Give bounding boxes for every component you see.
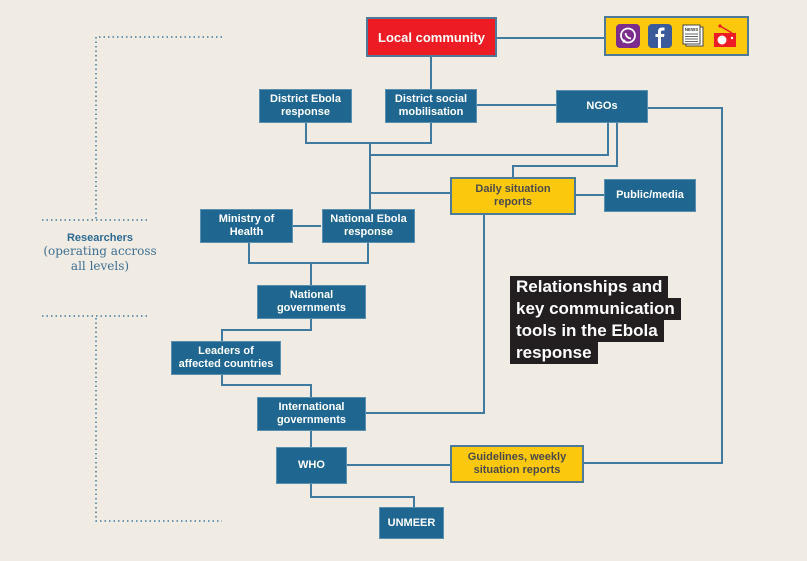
connector-ngos-daily [512,122,618,178]
connector-district-join [305,122,432,144]
researchers-label: Researchers [66,232,134,244]
node-local-community: Local community [366,17,497,57]
connector-ministry-national-join [248,242,369,264]
researchers-note-line: (operating accross [43,244,157,258]
node-who: WHO [276,447,347,484]
communication-tools-box: NEWS [604,16,749,56]
facebook-icon [648,24,673,48]
node-label-line: reports [494,196,532,208]
connector-who-unmeer [310,483,415,507]
node-label-line: Ministry of [218,213,275,225]
title-line: Relationships and [510,276,669,298]
connector-daily-international [366,214,485,414]
node-label-line: governments [276,414,347,426]
connector-guidelines-ngos [583,107,723,464]
node-label-line: National Ebola [330,213,407,225]
researchers-bracket-top [95,36,222,219]
newspaper-icon: NEWS [681,24,705,48]
node-unmeer: UNMEER [379,507,444,539]
researchers-label-group: Researchers (operating accross all level… [36,232,164,274]
whatsapp-icon [616,24,641,48]
node-label: Local community [378,29,485,45]
node-label: UNMEER [387,516,436,529]
node-label: Public/media [616,189,684,201]
node-label-line: International [278,401,345,413]
node-label-line: National [289,289,334,301]
title-line: key communication [510,298,681,320]
node-label-line: District social [394,93,468,105]
node-label-line: governments [276,302,347,314]
researchers-note-line: all levels) [70,259,130,273]
diagram-title: Relationships and key communication tool… [510,276,681,364]
title-line: tools in the Ebola [510,320,664,342]
connector-national-leaders [221,318,312,341]
node-label-line: District Ebola [270,93,341,105]
node-label-line: affected countries [178,358,274,370]
researchers-bracket-bottom [95,318,222,522]
node-label-line: mobilisation [398,106,464,118]
node-label-line: Guidelines, weekly [467,451,567,463]
node-public-media: Public/media [604,179,696,212]
node-label-line: response [344,226,393,238]
node-label-line: Leaders of [198,345,254,357]
title-line: response [510,342,598,364]
node-label-line: response [281,106,330,118]
node-ngos: NGOs [556,90,648,123]
connector-leaders-international [221,374,312,397]
radio-icon [713,24,737,48]
node-label: NGOs [586,100,618,112]
connector-ngos-trunk [370,122,609,156]
node-label-line: Health [229,226,264,238]
node-label-line: situation reports [473,464,561,476]
node-label: WHO [298,459,325,471]
news-label: NEWS [684,27,698,32]
node-label-line: Daily situation [475,183,551,195]
